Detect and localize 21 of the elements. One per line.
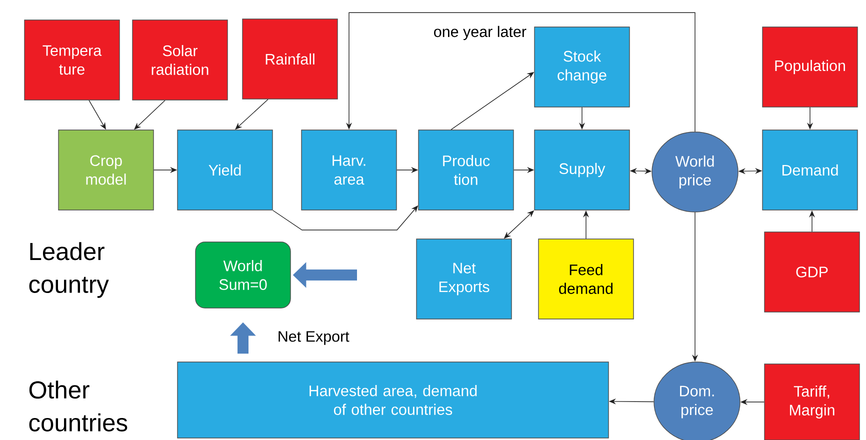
process-box: Supply — [534, 130, 630, 210]
edge-label: one year later — [432, 24, 528, 42]
edge-label: Net Export — [276, 330, 351, 346]
process-box: Tempera ture — [24, 20, 120, 100]
process-box: Solar radiation — [132, 20, 228, 100]
process-box: Tariff, Margin — [764, 364, 860, 440]
process-box: GDP — [764, 232, 860, 312]
process-box: Population — [762, 26, 858, 108]
process-box: Produc tion — [418, 130, 514, 210]
process-box: Crop model — [58, 130, 154, 210]
process-box: Demand — [762, 130, 858, 210]
side-label: Leader country — [29, 242, 109, 298]
process-box: Rainfall — [242, 18, 338, 100]
side-label: Other countries — [29, 380, 128, 432]
process-box: Harvested area, demand of other countries — [177, 362, 609, 438]
process-box: Stock change — [534, 26, 630, 108]
process-box: Net Exports — [416, 238, 512, 320]
process-box: Harv. area — [301, 130, 397, 210]
result-box: World Sum=0 — [195, 242, 291, 308]
process-box: Yield — [177, 130, 273, 210]
process-box: Feed demand — [538, 238, 634, 320]
